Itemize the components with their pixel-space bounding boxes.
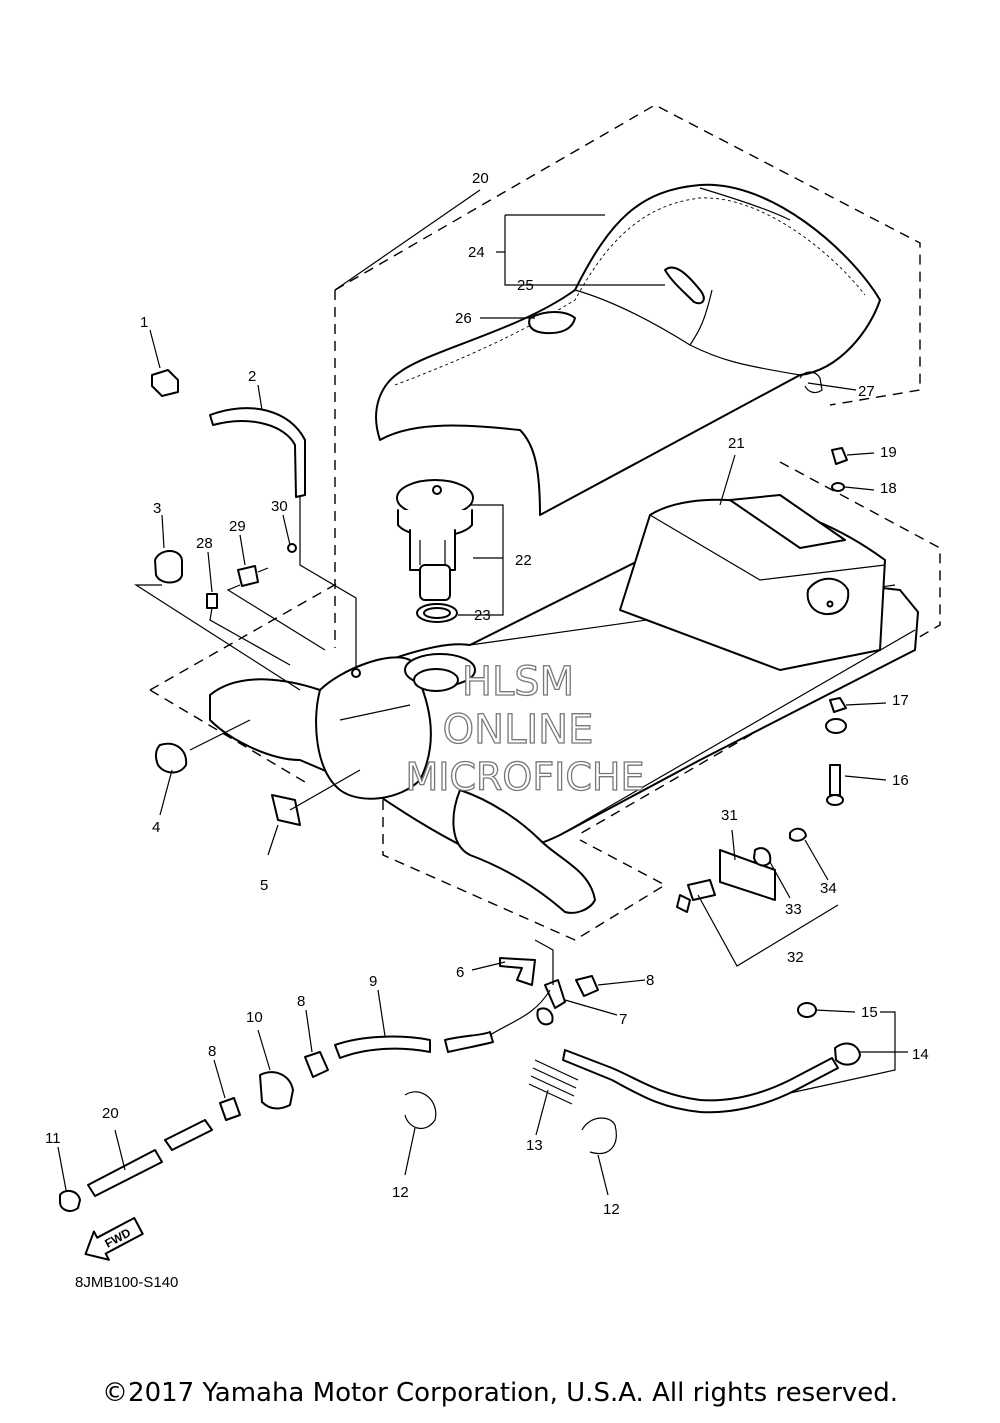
hose-9	[334, 1035, 431, 1059]
nut-8a	[575, 975, 599, 997]
callout-21: 21	[728, 435, 745, 452]
clip-12a	[404, 1091, 437, 1130]
callout-33: 33	[785, 901, 802, 918]
callout-20a: 20	[472, 170, 489, 187]
watermark-line2: ONLINE	[443, 707, 594, 753]
callout-12b: 12	[603, 1201, 620, 1218]
callout-17: 17	[892, 692, 909, 709]
hose-2	[209, 407, 306, 498]
callout-11: 11	[45, 1130, 61, 1147]
diagram-code: 8JMB100-S140	[75, 1274, 178, 1291]
watermark-line3: MICROFICHE	[405, 755, 644, 799]
watermark: HLSM ONLINE MICROFICHE	[405, 658, 645, 799]
nut-19	[831, 447, 848, 465]
leader-lines	[57, 189, 908, 1196]
nut-33	[753, 847, 772, 867]
nut-8c	[219, 1097, 241, 1121]
callout-28: 28	[196, 535, 213, 552]
callout-23: 23	[474, 607, 491, 624]
grommet-4	[154, 742, 188, 774]
callout-34: 34	[820, 880, 837, 897]
fwd-arrow: FWD	[84, 1216, 144, 1261]
spring-13	[528, 1059, 579, 1105]
callout-13: 13	[526, 1137, 543, 1154]
callout-8a: 8	[646, 972, 654, 989]
bolt-16	[829, 764, 841, 796]
callout-26: 26	[455, 310, 472, 327]
nut-8b	[304, 1051, 329, 1078]
callout-16: 16	[892, 772, 909, 789]
fuel-cock-7	[544, 979, 566, 1009]
callouts: 1 2 3 4 5 6 7 8 8 8 9 10 11 12 12 13 14 …	[45, 170, 929, 1218]
seat-assembly	[375, 183, 881, 516]
clip-1	[151, 369, 179, 397]
callout-18: 18	[880, 480, 897, 497]
seat-cushion	[375, 183, 881, 516]
callout-4: 4	[152, 819, 160, 836]
callout-32: 32	[787, 949, 804, 966]
callout-1: 1	[140, 314, 148, 331]
callout-29: 29	[229, 518, 246, 535]
callout-8b: 8	[297, 993, 305, 1010]
callout-24: 24	[468, 244, 485, 261]
callout-25: 25	[517, 277, 534, 294]
washer-18	[831, 482, 845, 492]
callout-12a: 12	[392, 1184, 409, 1201]
callout-6: 6	[456, 964, 464, 981]
cap-34	[789, 827, 807, 842]
grommet-3	[154, 550, 183, 584]
hose-20	[87, 1149, 163, 1197]
callout-27: 27	[858, 383, 875, 400]
callout-9: 9	[369, 973, 377, 990]
callout-22: 22	[515, 552, 532, 569]
callout-31: 31	[721, 807, 738, 824]
callout-30: 30	[271, 498, 288, 515]
callout-5: 5	[260, 877, 268, 894]
nut-17	[829, 697, 847, 713]
clamp-11	[59, 1189, 81, 1212]
callout-14: 14	[912, 1046, 929, 1063]
callout-3: 3	[153, 500, 161, 517]
callout-8c: 8	[208, 1043, 216, 1060]
callout-2: 2	[248, 368, 256, 385]
fitting-29	[237, 565, 259, 587]
callout-19: 19	[880, 444, 897, 461]
watermark-line1: HLSM	[462, 659, 574, 705]
strap	[664, 266, 705, 305]
cable-14	[562, 1049, 839, 1114]
callout-20b: 20	[102, 1105, 119, 1122]
callout-10: 10	[246, 1009, 263, 1026]
screw-30	[287, 543, 297, 553]
seat-clip	[799, 371, 823, 394]
sponge	[528, 311, 576, 335]
bracket-28	[206, 593, 218, 609]
grommet-15	[797, 1002, 817, 1018]
bracket-6	[499, 957, 536, 986]
switch-32	[687, 879, 716, 901]
fuel-cap	[396, 479, 474, 601]
clip-12b	[581, 1117, 617, 1154]
storage-box	[619, 494, 886, 671]
strainer-10	[259, 1071, 294, 1110]
plate-5	[271, 794, 301, 826]
callout-15: 15	[861, 1004, 878, 1021]
copyright-notice: ©2017 Yamaha Motor Corporation, U.S.A. A…	[102, 1378, 898, 1408]
callout-7: 7	[619, 1011, 627, 1028]
